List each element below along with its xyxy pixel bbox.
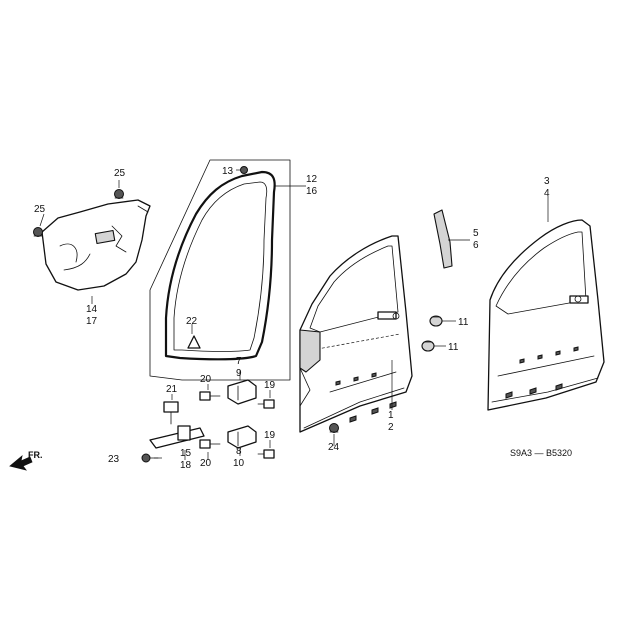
callout-5: 5 [473,228,479,239]
callout-11-lower: 11 [448,342,459,353]
callout-25-left: 25 [34,204,46,215]
front-direction-arrow: FR. [9,450,43,471]
door-hole-seal [41,199,151,291]
lower-hinge [227,425,257,449]
callout-19-upper: 19 [264,380,276,391]
callout-14: 14 [86,304,98,315]
door-handle-left [377,311,397,320]
front-door-panel-left [299,235,413,433]
callout-6: 6 [473,240,479,251]
callout-24: 24 [328,442,340,453]
callout-7: 7 [236,356,242,367]
callout-10: 10 [233,458,245,469]
callout-23: 23 [108,454,120,465]
bolt-19-upper [257,399,275,409]
clip-22 [187,335,201,349]
door-checker [149,425,205,449]
callout-18: 18 [180,460,192,471]
callout-12: 12 [306,174,318,185]
bolt-20-upper [199,391,221,401]
callout-20-upper: 20 [200,374,212,385]
bolt-20-lower [199,439,221,449]
upper-hinge [227,379,257,405]
callout-15: 15 [180,448,192,459]
diagram-code: S9A3 — B5320 [510,448,572,458]
callout-21: 21 [166,384,178,395]
checker-body [177,425,191,441]
callout-2: 2 [388,422,394,433]
front-door-panel-right [487,219,605,411]
grommet-11-lower [421,340,435,352]
callout-13: 13 [222,166,234,177]
sash-trim [433,209,453,269]
weatherstrip-outline-box [149,159,291,381]
callout-20-lower: 20 [200,458,212,469]
callout-11-upper: 11 [458,317,469,328]
clip-25-top [114,189,124,199]
clip-25-left [33,227,43,237]
door-weatherstrip [164,170,276,361]
seal-access-flap [94,229,116,245]
arrow-icon [9,454,33,471]
leader-lines [39,169,549,460]
callout-19-lower: 19 [264,430,276,441]
callout-16: 16 [306,186,318,197]
callout-3: 3 [544,176,550,187]
callout-25-top: 25 [114,168,126,179]
callouts: 25 25 14 17 13 12 16 22 7 9 20 19 21 8 1… [34,166,550,471]
direction-label: FR. [28,450,43,460]
bolt-21 [163,401,179,425]
callout-17: 17 [86,316,98,327]
grommet-11-upper [429,315,443,327]
clip-13 [240,166,248,174]
callout-4: 4 [544,188,550,199]
callout-1: 1 [388,410,394,421]
bolt-24 [329,423,339,433]
callout-22: 22 [186,316,198,327]
callout-9: 9 [236,368,242,379]
bolt-19-lower [257,449,275,459]
callout-8: 8 [236,446,242,457]
